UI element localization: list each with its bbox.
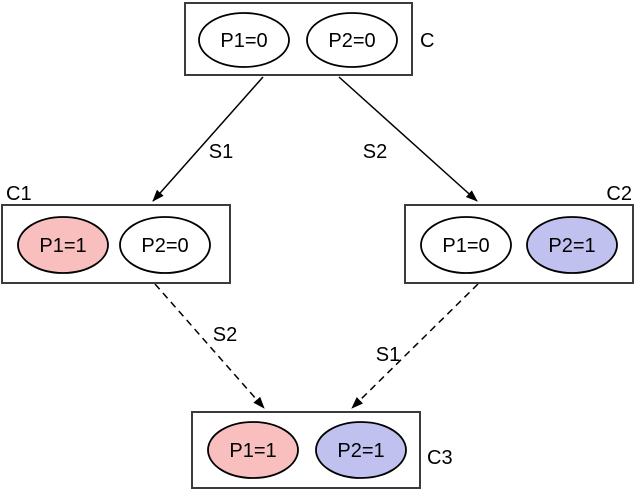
arrow-dashed-c1-c3 bbox=[154, 283, 265, 409]
edge-c1-to-c3: S2 bbox=[154, 283, 265, 409]
node-c1-p1-ellipse bbox=[17, 216, 109, 274]
edge-c2-to-c3: S1 bbox=[351, 283, 479, 409]
node-c1-label: C1 bbox=[6, 183, 32, 205]
node-c1-p1-text: P1=1 bbox=[39, 235, 86, 257]
node-c2-p1-text: P1=0 bbox=[442, 235, 489, 257]
node-c2: C2 P1=0 P2=1 bbox=[404, 183, 634, 284]
node-c1-p2-text: P2=0 bbox=[141, 235, 188, 257]
node-c3: P1=1 P2=1 C3 bbox=[191, 411, 453, 489]
node-c1-p2-ellipse bbox=[119, 216, 211, 274]
node-c3-label: C3 bbox=[427, 447, 453, 469]
edge-label-s1-top: S1 bbox=[209, 141, 233, 163]
edge-c-to-c2: S2 bbox=[338, 76, 478, 202]
node-c-p2-text: P2=0 bbox=[328, 30, 375, 52]
edge-label-s2-top: S2 bbox=[363, 141, 387, 163]
node-c2-p2-ellipse bbox=[526, 216, 618, 274]
edge-label-s1-bottom: S1 bbox=[376, 344, 400, 366]
node-c3-p2-ellipse bbox=[315, 421, 407, 479]
arrow-dashed-c2-c3 bbox=[351, 283, 479, 409]
node-c-p2-ellipse bbox=[306, 12, 398, 68]
node-c2-label: C2 bbox=[606, 183, 632, 205]
edge-label-s2-bottom: S2 bbox=[213, 324, 237, 346]
node-c2-p1-ellipse bbox=[420, 216, 512, 274]
node-c2-p2-text: P2=1 bbox=[548, 235, 595, 257]
node-c1: C1 P1=1 P2=0 bbox=[1, 183, 231, 284]
edge-c-to-c1: S1 bbox=[152, 76, 264, 202]
arrow-solid-c-c1 bbox=[152, 76, 264, 202]
node-c3-p1-text: P1=1 bbox=[229, 440, 276, 462]
node-c-p1-text: P1=0 bbox=[220, 30, 267, 52]
node-c3-p2-text: P2=1 bbox=[337, 440, 384, 462]
node-c-p1-ellipse bbox=[198, 12, 290, 68]
node-c-label: C bbox=[420, 30, 434, 52]
node-c: P1=0 P2=0 C bbox=[184, 2, 434, 76]
node-c3-p1-ellipse bbox=[207, 421, 299, 479]
arrow-solid-c-c2 bbox=[338, 76, 478, 202]
